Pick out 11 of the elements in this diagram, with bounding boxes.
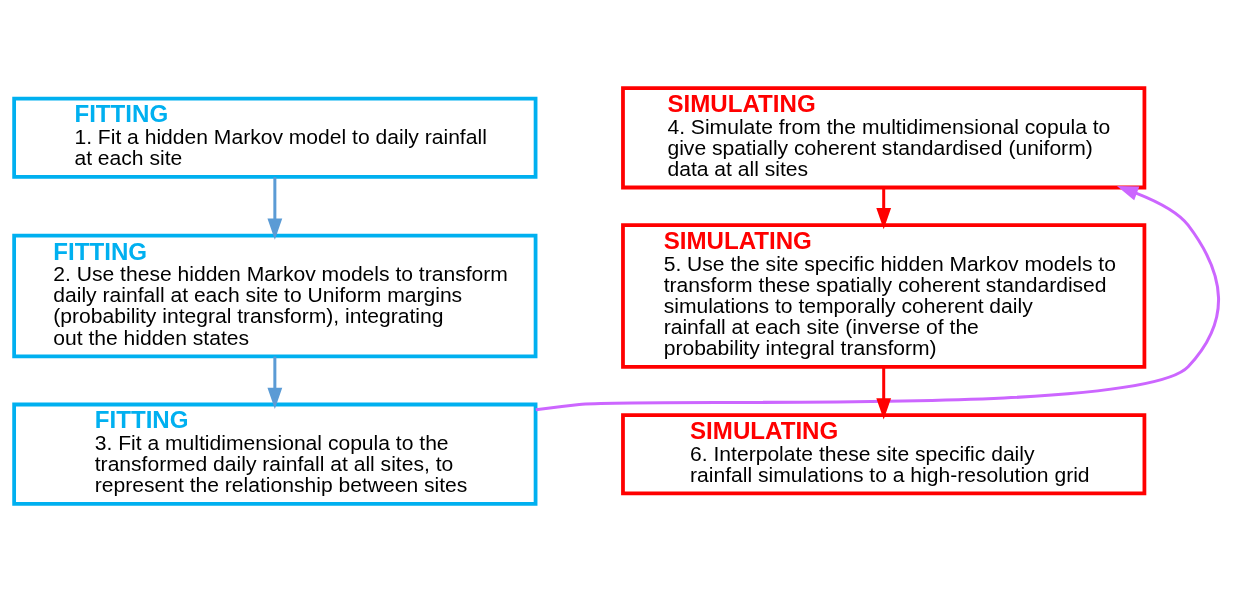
arrow: [876, 187, 892, 230]
node-box: FITTING 1. Fit a hidden Markov model to daily rainfall at each site: [12, 96, 538, 179]
node-box: SIMULATING 4. Simulate from the multidimensional copula to give spatially coherent standardised (uniform) data at all sites: [621, 86, 1147, 190]
arrow: [267, 177, 283, 240]
arrow: [876, 366, 892, 420]
node-box: FITTING 2. Use these hidden Markov models to transform daily rainfall at each site to Uniform margins (probability integral transform), integrating out the hidden states: [12, 233, 538, 359]
arrow: [267, 356, 283, 409]
node-box: SIMULATING 6. Interpolate these site specific daily rainfall simulations to a high-resolution grid: [621, 413, 1147, 496]
node-box: SIMULATING 5. Use the site specific hidden Markov models to transform these spatially coherent standardised simulations to temporally coherent daily rainfall at each site (inverse of the probability integral transform): [621, 223, 1147, 369]
node-box: FITTING 3. Fit a multidimensional copula to the transformed daily rainfall at all sites, to represent the relationship between sites: [12, 402, 538, 506]
arrow: [535, 186, 1220, 412]
